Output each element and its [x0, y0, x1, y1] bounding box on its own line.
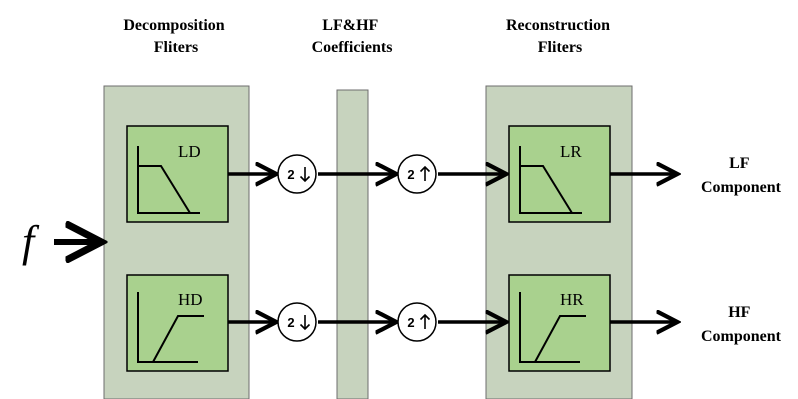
reconstruction-header: Reconstruction Fliters	[506, 17, 614, 56]
highpass-response-icon	[519, 292, 580, 363]
decomposition-header: Decomposition Fliters	[123, 17, 228, 56]
hr-label: HR	[560, 290, 584, 309]
lr-label: LR	[560, 142, 582, 161]
ld-filter: LD	[126, 125, 229, 223]
downsample-operator-top: 2	[277, 154, 317, 194]
downsample-operator-bottom: 2	[277, 302, 317, 342]
svg-text:2: 2	[407, 167, 414, 182]
hr-filter: HR	[508, 274, 611, 372]
lowpass-response-icon	[519, 146, 582, 214]
upsample-operator-bottom: 2	[397, 302, 437, 342]
coefficients-bar	[336, 89, 369, 399]
hd-filter: HD	[126, 274, 229, 372]
svg-text:2: 2	[287, 315, 294, 330]
hd-label: HD	[178, 290, 203, 309]
down-arrow-icon	[299, 167, 311, 183]
svg-text:2: 2	[287, 167, 294, 182]
input-signal-label: f	[22, 217, 40, 266]
svg-text:2: 2	[407, 315, 414, 330]
ld-label: LD	[178, 142, 201, 161]
hf-component-label: HF Component	[701, 304, 782, 345]
lr-filter: LR	[508, 125, 611, 223]
lf-component-label: LF Component	[701, 155, 782, 196]
upsample-operator-top: 2	[397, 154, 437, 194]
highpass-response-icon	[137, 292, 198, 363]
up-arrow-icon	[419, 313, 431, 329]
down-arrow-icon	[299, 315, 311, 331]
coefficients-header: LF&HF Coefficients	[312, 17, 393, 56]
lowpass-response-icon	[137, 146, 200, 214]
up-arrow-icon	[419, 165, 431, 181]
